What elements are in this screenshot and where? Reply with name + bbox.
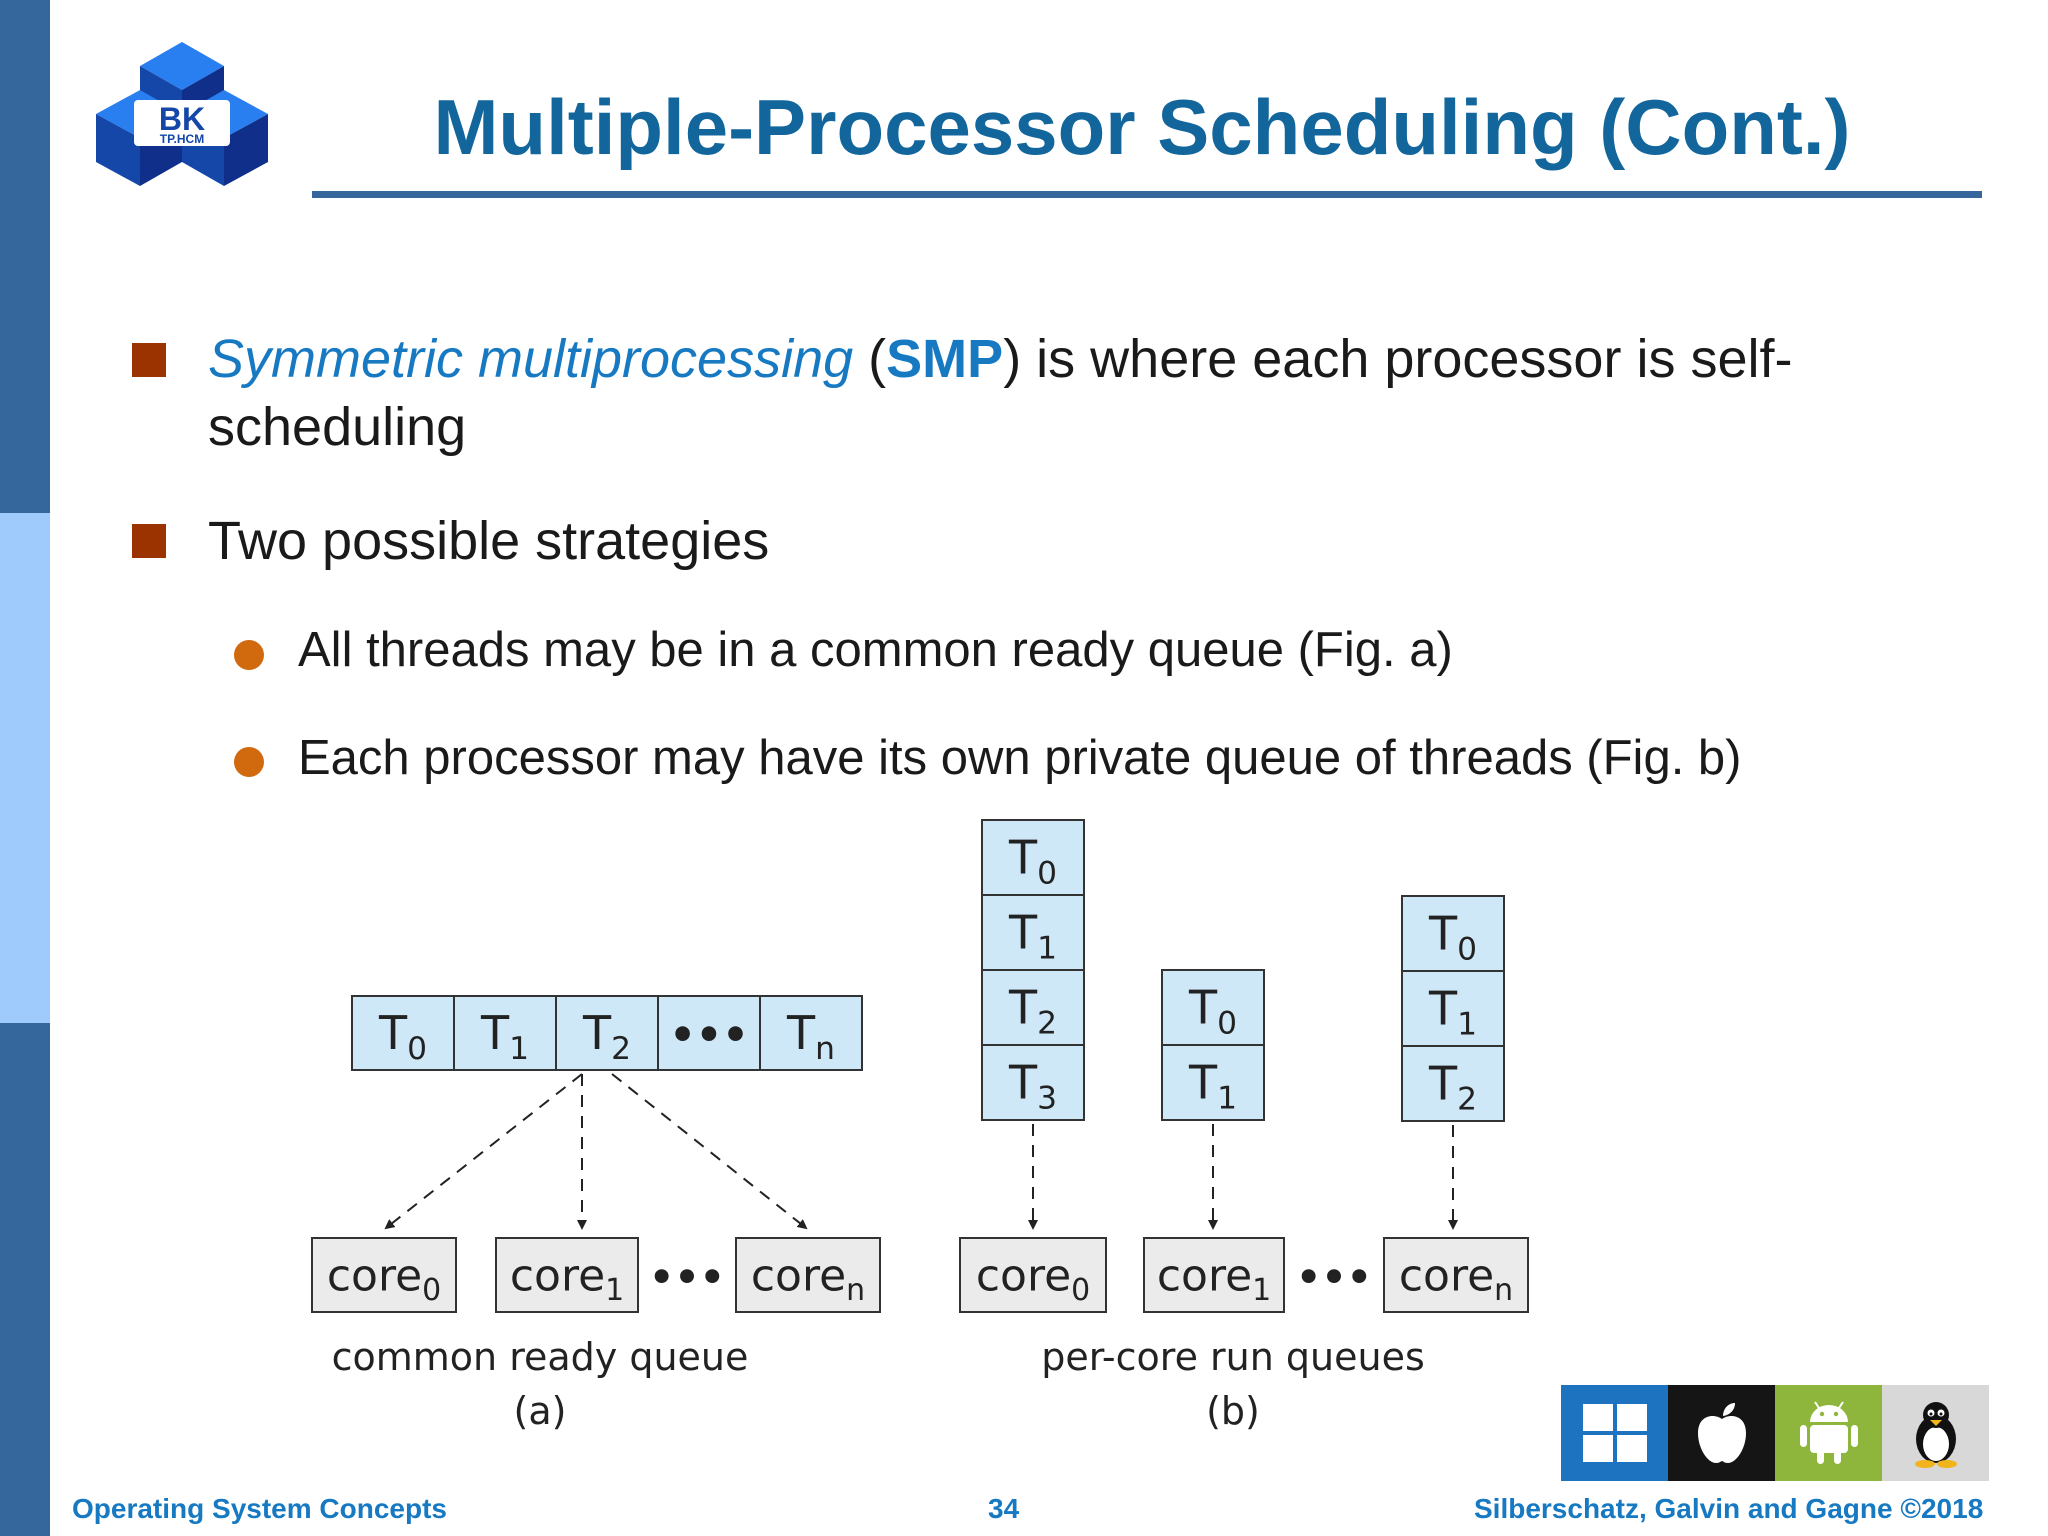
queue-thread-label: T3 bbox=[1008, 1056, 1057, 1117]
figure-a-common-ready-queue: T0 T1 T2 ••• Tn core0 core1 coren ••• bbox=[311, 995, 881, 1313]
core-label: core1 bbox=[1157, 1250, 1271, 1308]
core-box bbox=[495, 1237, 639, 1313]
queue-thread-label: ••• bbox=[669, 1011, 748, 1059]
sub-bullet-private-queue: Each processor may have its own private … bbox=[298, 731, 1742, 785]
queue-thread-label: T2 bbox=[1428, 1057, 1477, 1118]
queue-thread-label: T0 bbox=[1008, 831, 1057, 892]
logo-text-tphcm: TP.HCM bbox=[160, 132, 204, 146]
bullet-square-icon bbox=[132, 343, 166, 377]
queue-thread-label: T2 bbox=[1008, 981, 1057, 1042]
queue-thread-label: T0 bbox=[1188, 981, 1237, 1042]
footer-page-number: 34 bbox=[988, 1493, 1020, 1524]
sidebar-band-top bbox=[0, 0, 50, 513]
queue-cell bbox=[1161, 969, 1265, 1046]
queue-thread-label: T1 bbox=[1428, 982, 1477, 1043]
os-icons-strip bbox=[1561, 1385, 1989, 1481]
queue-cell bbox=[351, 995, 455, 1071]
core-ellipsis: ••• bbox=[1296, 1254, 1372, 1300]
figure-a-caption: common ready queue bbox=[332, 1335, 749, 1379]
linux-tux-icon bbox=[1882, 1385, 1989, 1481]
queue-cell bbox=[453, 995, 557, 1071]
queue-cell bbox=[1401, 895, 1505, 972]
queue-cell bbox=[1401, 970, 1505, 1047]
sub-bullet-common-queue: All threads may be in a common ready que… bbox=[298, 623, 1453, 677]
queue-cell bbox=[1401, 1045, 1505, 1122]
queue-cell bbox=[981, 1044, 1085, 1121]
figure-a-sublabel: (a) bbox=[514, 1389, 567, 1433]
bullet-square-icon bbox=[132, 524, 166, 558]
queue-thread-label: T2 bbox=[582, 1006, 631, 1067]
core-label: core1 bbox=[510, 1250, 624, 1308]
dispatch-arrow bbox=[611, 1073, 808, 1230]
dispatch-arrow bbox=[384, 1073, 583, 1230]
queue-cell bbox=[759, 995, 863, 1071]
footer-book-title: Operating System Concepts bbox=[72, 1493, 447, 1524]
queue-thread-label: Tn bbox=[786, 1006, 835, 1067]
queue-cell bbox=[1161, 1044, 1265, 1121]
sidebar-band-bottom bbox=[0, 1023, 50, 1536]
term-smp-abbr: SMP bbox=[886, 329, 1004, 389]
queue-thread-label: T0 bbox=[378, 1006, 427, 1067]
slide-title: Multiple-Processor Scheduling (Cont.) bbox=[433, 83, 1851, 171]
queue-thread-label: T1 bbox=[480, 1006, 529, 1067]
bullet-smp-rest: ) is where each processor is self-schedu… bbox=[208, 329, 1793, 457]
title-underline bbox=[312, 191, 1982, 198]
core-box bbox=[959, 1237, 1107, 1313]
core-label: coren bbox=[1399, 1250, 1513, 1308]
core-label: coren bbox=[751, 1250, 865, 1308]
queue-thread-label: T0 bbox=[1428, 907, 1477, 968]
bullet-smp: Symmetric multiprocessing (SMP) is where… bbox=[208, 325, 1908, 461]
term-symmetric-multiprocessing: Symmetric multiprocessing bbox=[208, 329, 854, 389]
core-box bbox=[1383, 1237, 1529, 1313]
bullet-dot-icon bbox=[234, 747, 264, 777]
queue-cell bbox=[981, 969, 1085, 1046]
logo-text-bk: BK bbox=[159, 101, 205, 137]
core-label: core0 bbox=[327, 1250, 441, 1308]
android-icon bbox=[1775, 1385, 1882, 1481]
queue-cell bbox=[981, 819, 1085, 896]
windows-icon bbox=[1561, 1385, 1668, 1481]
core-label: core0 bbox=[976, 1250, 1090, 1308]
queue-cell bbox=[657, 995, 761, 1071]
bk-logo: BK TP.HCM bbox=[96, 42, 268, 186]
queue-cell bbox=[555, 995, 659, 1071]
footer-copyright: Silberschatz, Galvin and Gagne ©2018 bbox=[1474, 1493, 1984, 1524]
sidebar-band-middle bbox=[0, 513, 50, 1023]
queue-thread-label: T1 bbox=[1188, 1056, 1237, 1117]
figure-b-sublabel: (b) bbox=[1206, 1389, 1260, 1433]
core-box bbox=[1143, 1237, 1285, 1313]
core-box bbox=[735, 1237, 881, 1313]
queue-cell bbox=[981, 894, 1085, 971]
figure-b-caption: per-core run queues bbox=[1041, 1335, 1425, 1379]
core-box bbox=[311, 1237, 457, 1313]
bullet-smp-open: ( bbox=[853, 329, 887, 389]
left-sidebar bbox=[0, 0, 50, 1536]
apple-icon bbox=[1668, 1385, 1775, 1481]
queue-thread-label: T1 bbox=[1008, 906, 1057, 967]
core-ellipsis: ••• bbox=[649, 1254, 725, 1300]
bullet-strategies: Two possible strategies bbox=[208, 511, 770, 571]
bullet-dot-icon bbox=[234, 640, 264, 670]
